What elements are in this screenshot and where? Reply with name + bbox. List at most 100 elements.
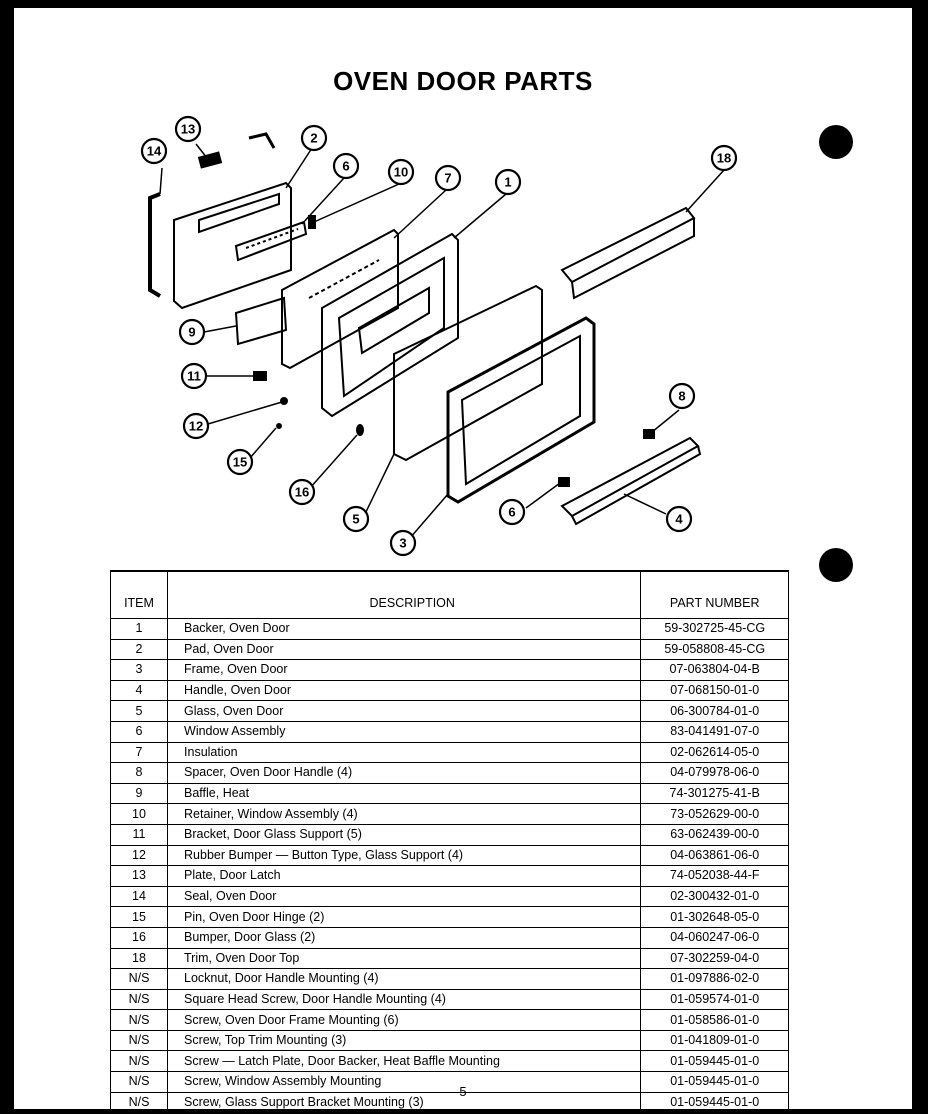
page-title: OVEN DOOR PARTS <box>333 66 593 96</box>
item-cell: 18 <box>109 948 169 970</box>
item-cell: N/S <box>109 1030 169 1052</box>
item-cell: 6 <box>109 721 169 743</box>
description-cell: Backer, Oven Door <box>167 618 642 640</box>
description-cell: Bumper, Door Glass (2) <box>167 927 642 949</box>
svg-text:15: 15 <box>233 455 247 470</box>
parts-sheet: OVEN DOOR PARTS <box>14 8 912 1114</box>
table-header-row: ITEM DESCRIPTION PART NUMBER <box>109 570 789 619</box>
description-cell: Bracket, Door Glass Support (5) <box>167 824 642 846</box>
svg-text:5: 5 <box>352 512 359 527</box>
item-cell: 12 <box>109 845 169 867</box>
description-cell: Handle, Oven Door <box>167 680 642 702</box>
part-number-cell: 59-302725-45-CG <box>640 618 789 640</box>
part-number-cell: 04-060247-06-0 <box>640 927 789 949</box>
window-assembly-part <box>234 220 308 262</box>
part-number-cell: 73-052629-00-0 <box>640 803 789 825</box>
svg-text:2: 2 <box>310 131 317 146</box>
description-cell: Screw, Oven Door Frame Mounting (6) <box>167 1009 642 1031</box>
callout-4: 4 <box>665 505 693 533</box>
item-cell: 2 <box>109 639 169 661</box>
callout-6b: 6 <box>498 498 526 526</box>
part-number-cell: 07-068150-01-0 <box>640 680 789 702</box>
item-cell: N/S <box>109 989 169 1011</box>
part-number-cell: 01-097886-02-0 <box>640 968 789 990</box>
callout-8: 8 <box>668 382 696 410</box>
pad-part <box>173 181 292 310</box>
part-number-cell: 01-059574-01-0 <box>640 989 789 1011</box>
callout-10: 10 <box>387 158 415 186</box>
item-cell: 3 <box>109 659 169 681</box>
header-item: ITEM <box>109 570 169 619</box>
item-cell: 7 <box>109 742 169 764</box>
description-cell: Pad, Oven Door <box>167 639 642 661</box>
part-number-cell: 83-041491-07-0 <box>640 721 789 743</box>
description-cell: Locknut, Door Handle Mounting (4) <box>167 968 642 990</box>
exploded-view-diagram: 14 13 2 6 10 7 1 18 9 11 12 15 16 5 3 8 … <box>140 115 738 557</box>
svg-text:11: 11 <box>187 369 201 384</box>
description-cell: Plate, Door Latch <box>167 865 642 887</box>
callout-14: 14 <box>140 137 168 165</box>
item-cell: N/S <box>109 1071 169 1093</box>
item-cell: 5 <box>109 700 169 722</box>
binder-hole-middle <box>819 548 853 582</box>
svg-text:18: 18 <box>717 151 731 166</box>
item-cell: 14 <box>109 886 169 908</box>
part-number-cell: 06-300784-01-0 <box>640 700 789 722</box>
description-cell: Glass, Oven Door <box>167 700 642 722</box>
description-cell: Screw, Window Assembly Mounting <box>167 1071 642 1093</box>
header-description: DESCRIPTION <box>167 570 642 619</box>
header-part-number: PART NUMBER <box>640 570 789 619</box>
callout-9: 9 <box>178 318 206 346</box>
item-cell: 8 <box>109 762 169 784</box>
description-cell: Window Assembly <box>167 721 642 743</box>
item-cell: N/S <box>109 1050 169 1073</box>
description-cell: Spacer, Oven Door Handle (4) <box>167 762 642 784</box>
description-cell: Square Head Screw, Door Handle Mounting … <box>167 989 642 1011</box>
seal-part <box>148 192 162 298</box>
callout-7: 7 <box>434 164 462 192</box>
callout-6: 6 <box>332 152 360 180</box>
callout-3: 3 <box>389 529 417 557</box>
part-number-cell: 07-063804-04-B <box>640 659 789 681</box>
description-cell: Rubber Bumper — Button Type, Glass Suppo… <box>167 845 642 867</box>
item-cell: N/S <box>109 1009 169 1031</box>
callout-1: 1 <box>494 168 522 196</box>
item-cell: 13 <box>109 865 169 887</box>
description-cell: Pin, Oven Door Hinge (2) <box>167 906 642 928</box>
item-cell: 1 <box>109 618 169 640</box>
svg-text:6: 6 <box>342 159 349 174</box>
part-number-cell: 59-058808-45-CG <box>640 639 789 661</box>
part-number-cell: 01-041809-01-0 <box>640 1030 789 1052</box>
callout-13: 13 <box>174 115 202 143</box>
description-cell: Screw, Top Trim Mounting (3) <box>167 1030 642 1052</box>
part-number-cell: 74-301275-41-B <box>640 783 789 805</box>
item-cell: 11 <box>109 824 169 846</box>
part-number-cell: 02-300432-01-0 <box>640 886 789 908</box>
svg-text:10: 10 <box>394 165 408 180</box>
description-cell: Retainer, Window Assembly (4) <box>167 803 642 825</box>
svg-text:8: 8 <box>678 389 685 404</box>
binder-hole-top <box>819 125 853 159</box>
description-cell: Baffle, Heat <box>167 783 642 805</box>
item-cell: 9 <box>109 783 169 805</box>
svg-text:6: 6 <box>508 505 515 520</box>
callout-5: 5 <box>342 505 370 533</box>
part-number-cell: 01-302648-05-0 <box>640 906 789 928</box>
callout-12: 12 <box>182 412 210 440</box>
